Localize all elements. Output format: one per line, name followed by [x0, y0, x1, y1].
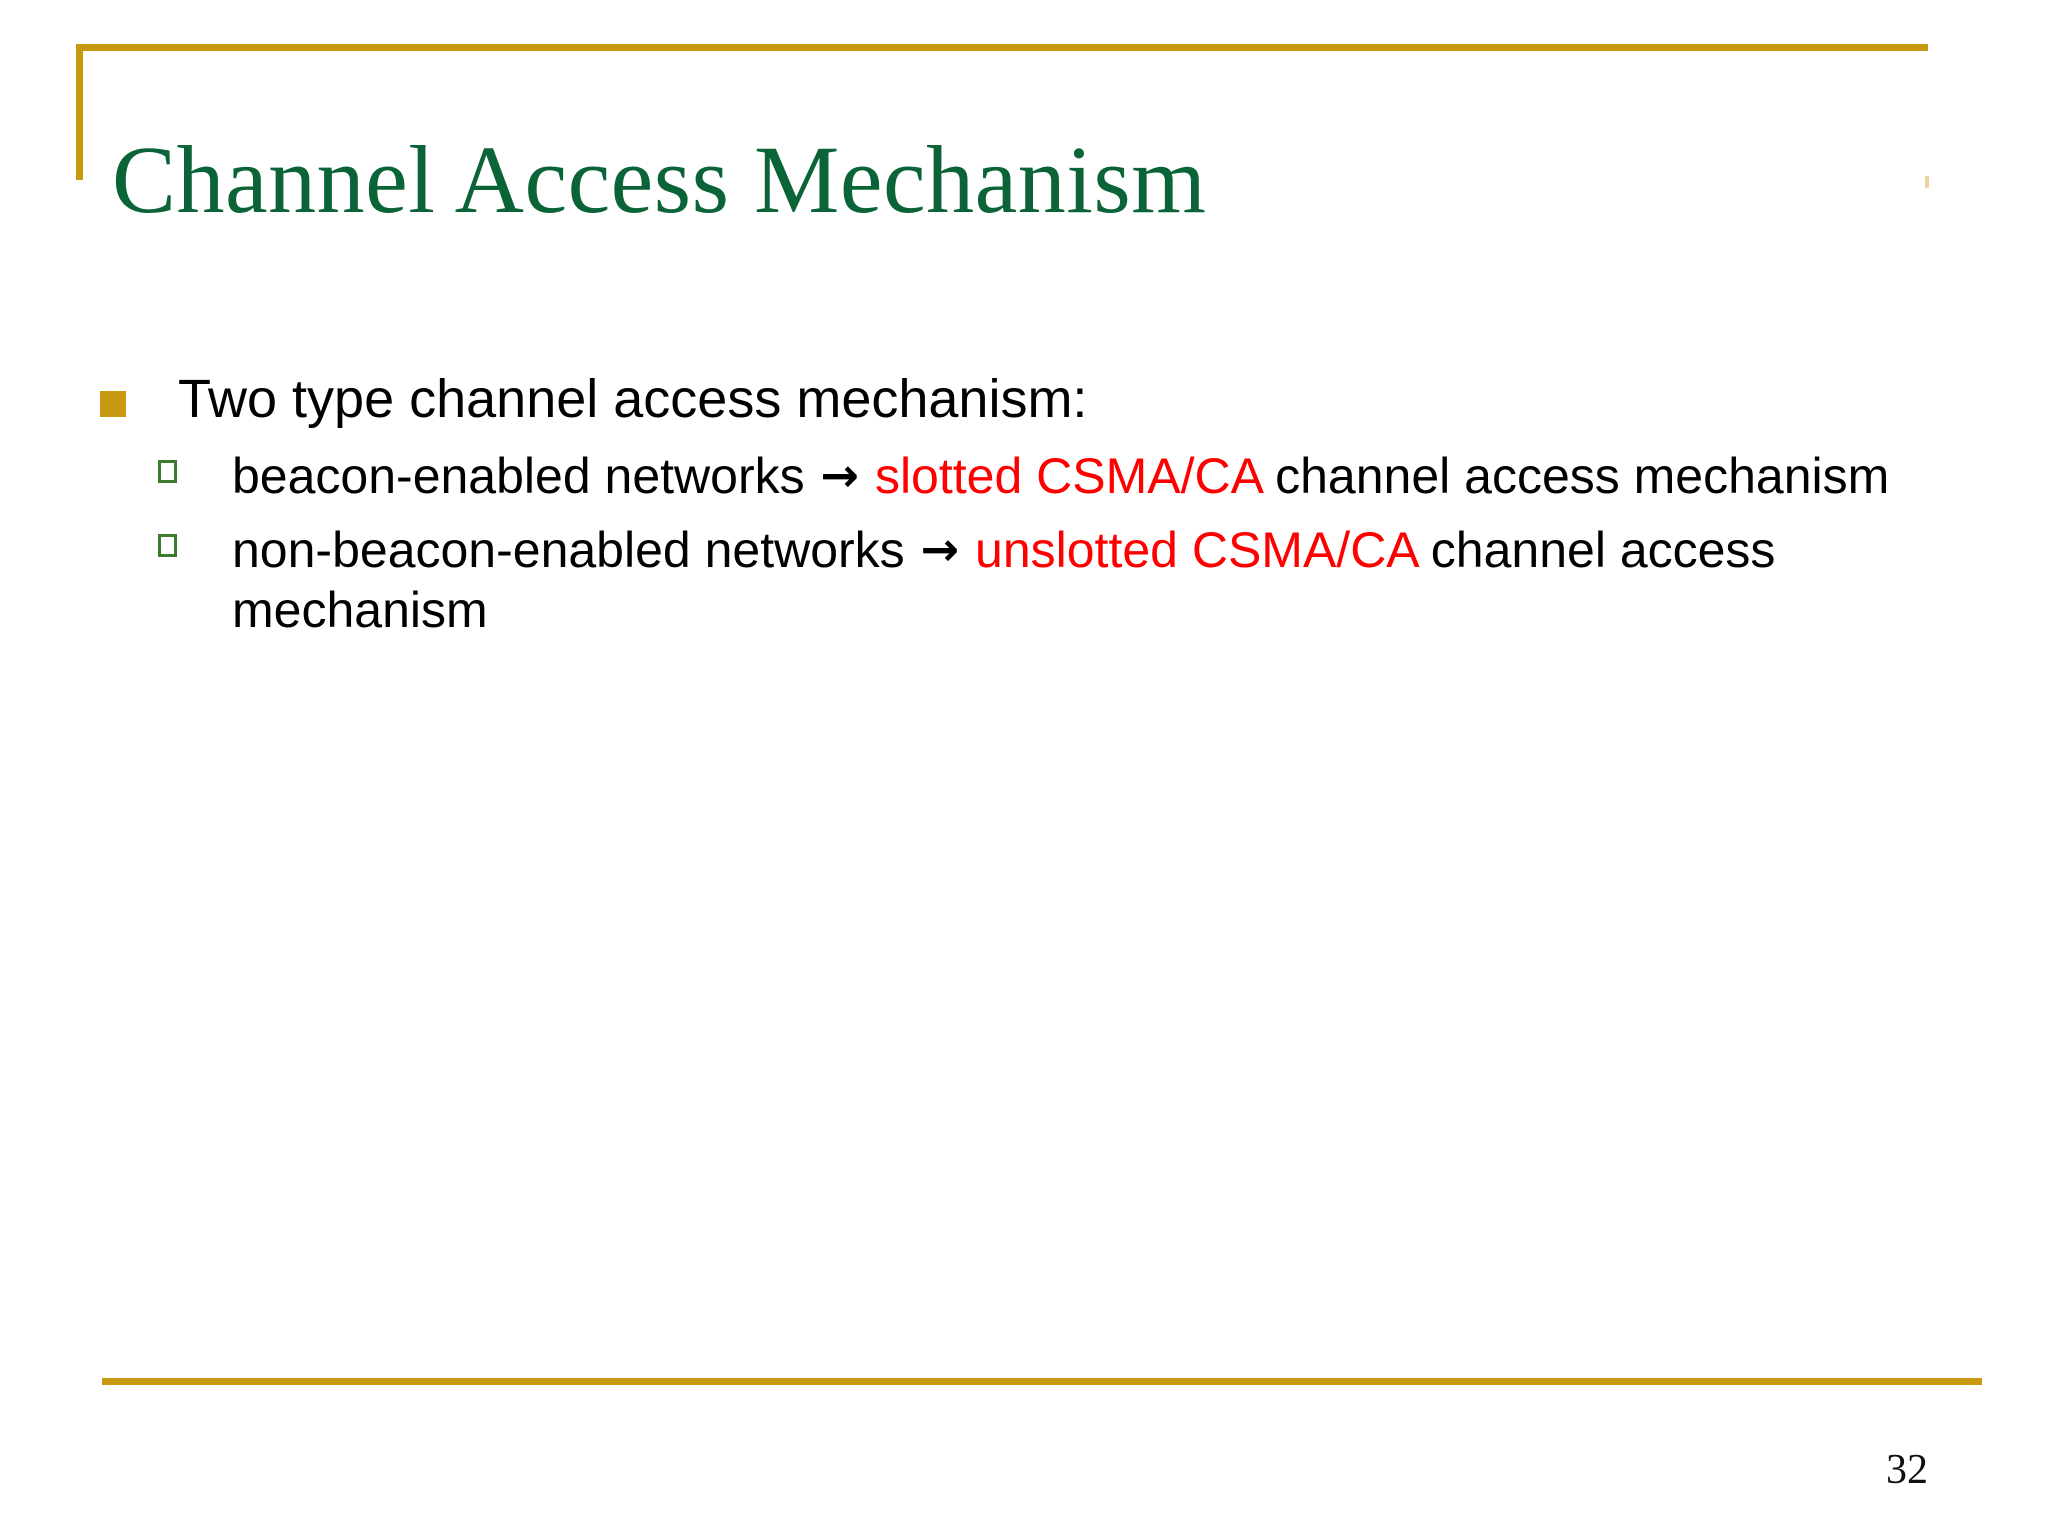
hollow-square-bullet-icon	[158, 533, 177, 557]
hollow-square-bullet-icon	[158, 459, 177, 483]
bullet-level1-text: Two type channel access mechanism:	[178, 369, 1088, 429]
header-corner-tick-icon	[1925, 176, 1929, 188]
page-title: Channel Access Mechanism	[112, 126, 1207, 234]
filled-square-bullet-icon	[100, 391, 126, 417]
header-left-rule	[76, 44, 83, 180]
right-arrow-icon: →	[820, 447, 860, 502]
bullet-level1: Two type channel access mechanism:	[96, 368, 1956, 432]
footer-rule	[102, 1378, 1982, 1385]
slide-body: Two type channel access mechanism: beaco…	[96, 368, 1956, 640]
bullet-level2-text-post: channel access mechanism	[1261, 447, 1890, 504]
bullet-level2-highlight-slotted: slotted CSMA/CA	[861, 447, 1262, 504]
bullet-level2-beacon-enabled: beacon-enabled networks → slotted CSMA/C…	[96, 446, 1956, 506]
header-top-rule	[76, 44, 1928, 51]
bullet-level2-text-pre: non-beacon-enabled networks	[232, 521, 919, 578]
bullet-level2-text-pre: beacon-enabled networks	[232, 447, 819, 504]
bullet-level2-highlight-unslotted: unslotted CSMA/CA	[961, 521, 1417, 578]
page-number: 32	[1886, 1447, 1928, 1493]
bullet-level2-non-beacon-enabled: non-beacon-enabled networks → unslotted …	[96, 520, 1956, 640]
bullet-level2-text-post: channel access mechanism	[232, 521, 1776, 638]
right-arrow-icon: →	[920, 521, 960, 576]
sub-bullet-list: beacon-enabled networks → slotted CSMA/C…	[96, 446, 1956, 640]
